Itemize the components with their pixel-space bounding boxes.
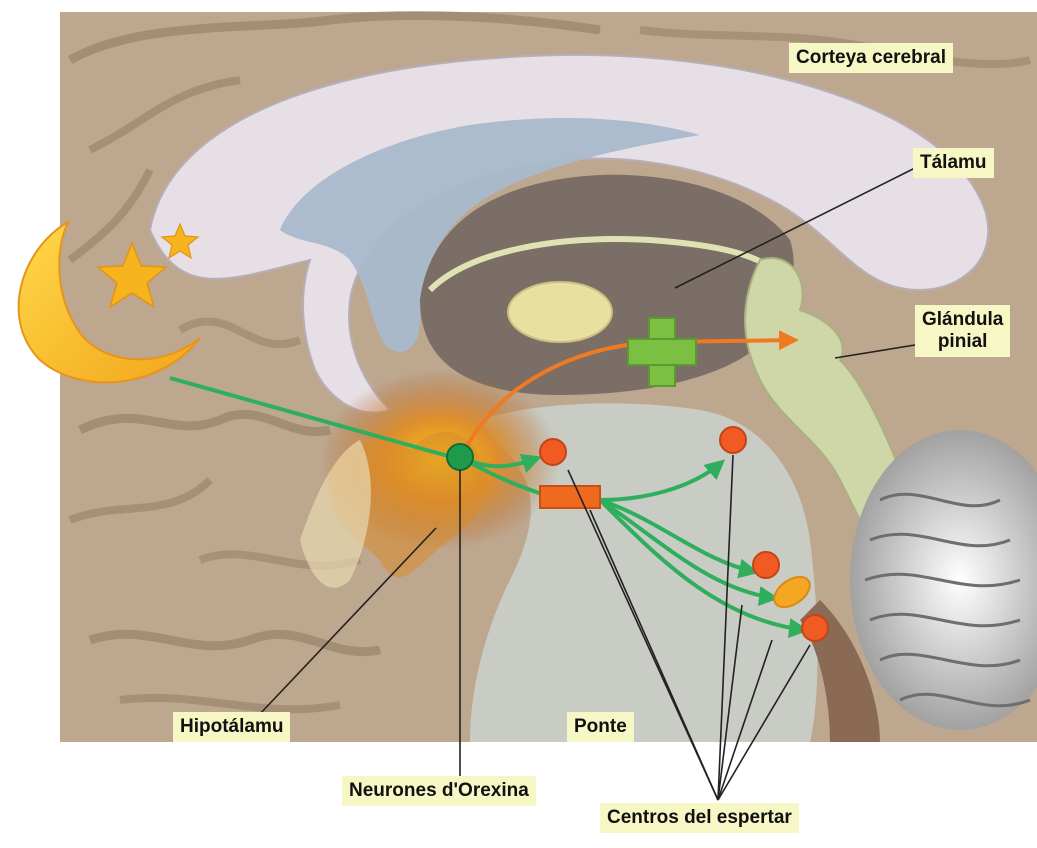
label-centros-espertar: Centros del espertar <box>600 803 799 833</box>
label-talamu: Tálamu <box>913 148 994 178</box>
orexin-neuron <box>447 444 473 470</box>
label-glandula-pinial: Glándula pinial <box>915 305 1010 357</box>
label-ponte: Ponte <box>567 712 634 742</box>
label-glandula-line2: pinial <box>922 331 1003 353</box>
massa-intermedia <box>508 282 612 342</box>
label-neurones-orexina: Neurones d'Orexina <box>342 776 536 806</box>
label-hipotalamu: Hipotálamu <box>173 712 290 742</box>
label-corteya-cerebral: Corteya cerebral <box>789 43 953 73</box>
minus-icon <box>540 486 600 508</box>
label-glandula-line1: Glándula <box>922 309 1003 331</box>
